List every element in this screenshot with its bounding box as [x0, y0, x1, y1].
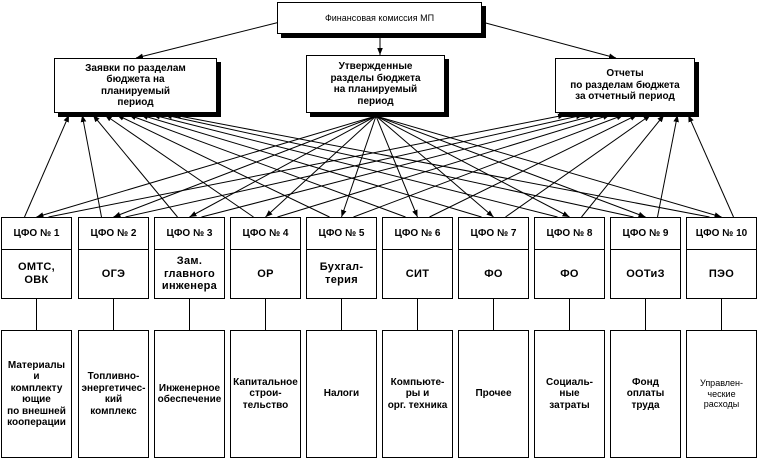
- arrow-cfo-to-reports: [581, 114, 665, 218]
- department-label: ФО: [484, 267, 503, 280]
- requests-label: Заявки по разделам бюджета на планируемы…: [85, 62, 186, 109]
- department-box-7: ФО: [458, 249, 529, 299]
- department-label: Бухгал- терия: [319, 261, 364, 286]
- expense-item-label: Капитальное строи- тельство: [233, 376, 298, 411]
- reports-box: Отчеты по разделам бюджета за отчетный п…: [555, 58, 695, 113]
- expense-item-box-9: Фонд оплаты труда: [610, 330, 681, 458]
- cfo-box-8: ЦФО № 8: [534, 217, 605, 250]
- expense-item-label: Компьюте- ры и орг. техника: [387, 376, 448, 411]
- expense-item-box-7: Прочее: [458, 330, 529, 458]
- arrow-cfo-to-requests: [173, 113, 710, 218]
- arrow-cfo-to-requests: [104, 114, 254, 218]
- cfo-box-5: ЦФО № 5: [306, 217, 377, 250]
- cfo-box-2: ЦФО № 2: [78, 217, 149, 250]
- department-label: ООТиЗ: [626, 267, 665, 280]
- cfo-box-6: ЦФО № 6: [382, 217, 453, 250]
- expense-item-box-5: Налоги: [306, 330, 377, 458]
- expense-item-label: Материалы и комплекту ющие по внешней ко…: [7, 359, 66, 429]
- arrow-approved-to-cfo: [36, 115, 377, 218]
- requests-box: Заявки по разделам бюджета на планируемы…: [54, 58, 217, 113]
- department-label: Зам. главного инженера: [161, 255, 218, 293]
- arrow-cfo-to-reports: [353, 114, 624, 218]
- arrow-cfo-to-reports: [429, 114, 638, 218]
- department-label: СИТ: [405, 267, 430, 280]
- expense-item-box-6: Компьюте- ры и орг. техника: [382, 330, 453, 458]
- cfo-box-3: ЦФО № 3: [154, 217, 225, 250]
- arrow-cfo-to-requests: [24, 114, 70, 218]
- cfo-label: ЦФО № 2: [90, 227, 137, 239]
- arrow-cfo-to-requests: [152, 113, 558, 218]
- expense-item-box-4: Капитальное строи- тельство: [230, 330, 301, 458]
- expense-item-box-1: Материалы и комплекту ющие по внешней ко…: [1, 330, 72, 458]
- cfo-label: ЦФО № 10: [695, 227, 748, 239]
- department-box-5: Бухгал- терия: [306, 249, 377, 299]
- reports-label: Отчеты по разделам бюджета за отчетный п…: [570, 68, 680, 103]
- arrow-cfo-to-requests: [80, 114, 102, 218]
- arrow-cfo-to-requests: [128, 114, 406, 218]
- arrow-cfo-to-requests: [140, 114, 482, 218]
- arrow-approved-to-cfo: [375, 115, 646, 218]
- cfo-label: ЦФО № 5: [318, 227, 365, 239]
- department-box-8: ФО: [534, 249, 605, 299]
- approved-sections-box: Утвержденные разделы бюджета на планируе…: [306, 55, 445, 113]
- arrow-cfo-to-reports: [657, 114, 679, 218]
- department-label: ОР: [257, 267, 274, 280]
- department-box-4: ОР: [230, 249, 301, 299]
- finance-commission-label: Финансовая комиссия МП: [324, 12, 435, 23]
- cfo-box-7: ЦФО № 7: [458, 217, 529, 250]
- cfo-label: ЦФО № 3: [166, 227, 213, 239]
- cfo-label: ЦФО № 1: [13, 227, 60, 239]
- arrow-approved-to-cfo: [375, 115, 722, 218]
- department-box-9: ООТиЗ: [610, 249, 681, 299]
- department-label: ОГЭ: [101, 267, 126, 280]
- expense-item-label: Управлен- ческие расходы: [700, 378, 743, 410]
- arrow-cfo-to-requests: [116, 114, 330, 218]
- department-box-2: ОГЭ: [78, 249, 149, 299]
- cfo-label: ЦФО № 4: [242, 227, 289, 239]
- department-box-3: Зам. главного инженера: [154, 249, 225, 299]
- arrow-cfo-to-reports: [687, 114, 734, 218]
- expense-item-box-10: Управлен- ческие расходы: [686, 330, 757, 458]
- department-label: ФО: [560, 267, 579, 280]
- finance-commission-box: Финансовая комиссия МП: [277, 2, 482, 34]
- arrow-commission-to-reports: [481, 21, 617, 59]
- approved-sections-label: Утвержденные разделы бюджета на планируе…: [330, 61, 421, 107]
- department-label: ПЭО: [708, 267, 735, 280]
- cfo-box-10: ЦФО № 10: [686, 217, 757, 250]
- expense-item-box-8: Социаль- ные затраты: [534, 330, 605, 458]
- department-label: ОМТС, ОВК: [18, 261, 55, 286]
- cfo-box-1: ЦФО № 1: [1, 217, 72, 250]
- department-box-6: СИТ: [382, 249, 453, 299]
- arrow-commission-to-requests: [135, 21, 281, 60]
- department-box-1: ОМТС, ОВК: [1, 249, 72, 299]
- cfo-label: ЦФО № 7: [470, 227, 517, 239]
- expense-item-label: Инженерное обеспечение: [157, 382, 222, 406]
- connector-arrows: [24, 21, 734, 330]
- cfo-label: ЦФО № 8: [546, 227, 593, 239]
- expense-item-box-2: Топливно- энергетичес- кий комплекс: [78, 330, 149, 458]
- arrow-approved-to-cfo: [189, 115, 377, 218]
- department-box-10: ПЭО: [686, 249, 757, 299]
- arrow-cfo-to-reports: [48, 113, 566, 218]
- arrow-approved-to-cfo: [265, 115, 377, 218]
- expense-item-box-3: Инженерное обеспечение: [154, 330, 225, 458]
- cfo-label: ЦФО № 9: [622, 227, 669, 239]
- cfo-box-9: ЦФО № 9: [610, 217, 681, 250]
- expense-item-label: Налоги: [323, 388, 360, 400]
- arrow-cfo-to-reports: [505, 114, 651, 218]
- expense-item-label: Топливно- энергетичес- кий комплекс: [81, 371, 146, 417]
- arrow-approved-to-cfo: [375, 115, 570, 218]
- arrow-approved-to-cfo: [375, 115, 494, 218]
- expense-item-label: Фонд оплаты труда: [626, 376, 665, 411]
- arrow-approved-to-cfo: [375, 115, 418, 218]
- cfo-box-4: ЦФО № 4: [230, 217, 301, 250]
- cfo-label: ЦФО № 6: [394, 227, 441, 239]
- expense-item-label: Прочее: [475, 388, 512, 400]
- arrow-cfo-to-requests: [164, 113, 634, 218]
- expense-item-label: Социаль- ные затраты: [545, 376, 594, 411]
- arrow-cfo-to-requests: [92, 114, 178, 218]
- arrow-approved-to-cfo: [113, 115, 377, 218]
